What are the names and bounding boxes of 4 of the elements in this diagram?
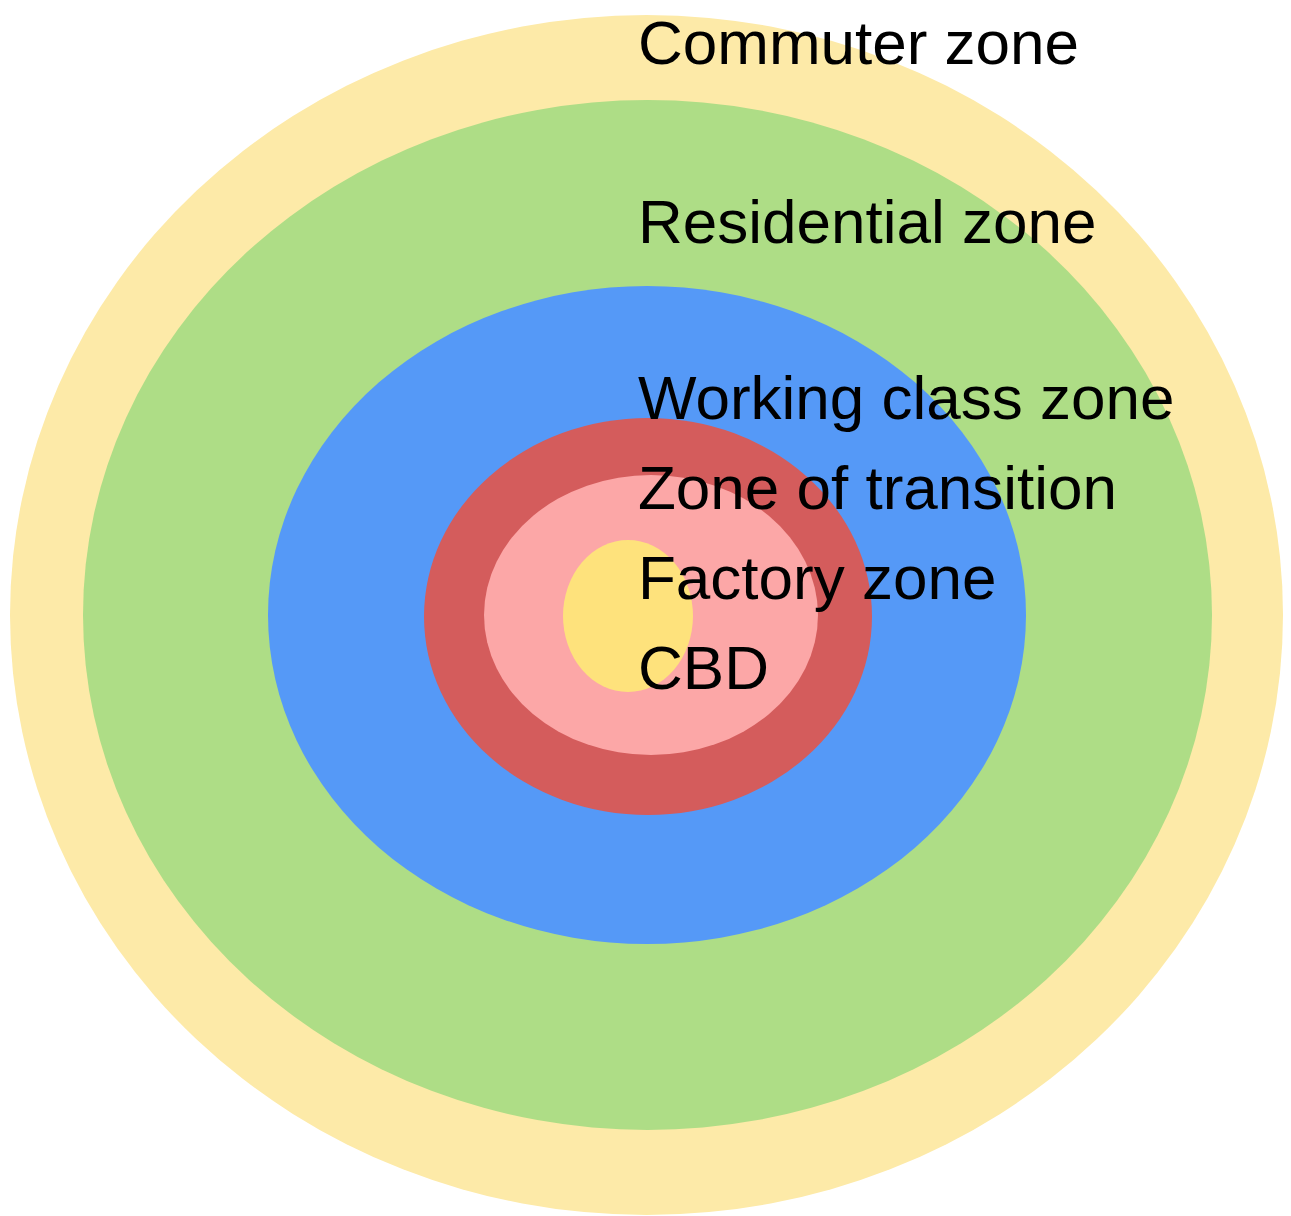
zone-label: Commuter zone [638, 8, 1080, 78]
zone-label: Residential zone [638, 187, 1097, 257]
zone-label: CBD [638, 633, 769, 703]
zone-label: Working class zone [638, 363, 1175, 433]
